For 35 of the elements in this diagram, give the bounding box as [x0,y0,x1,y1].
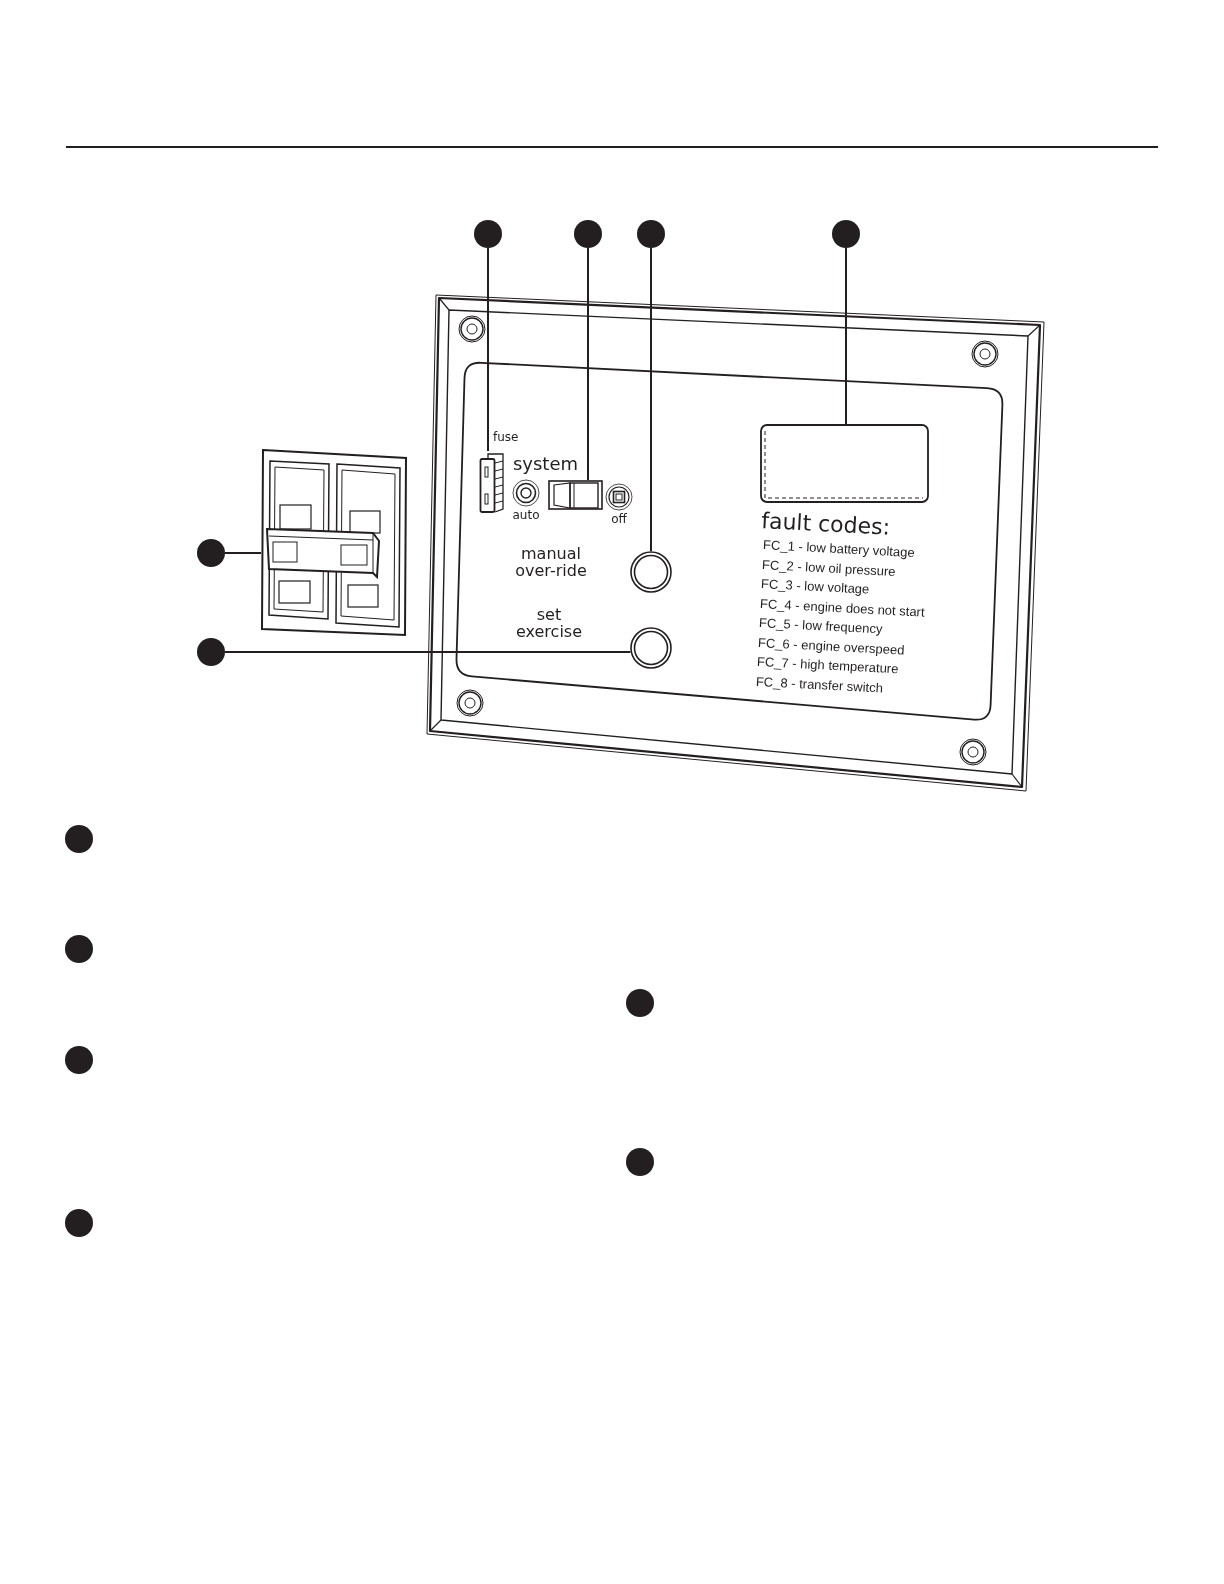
fault-code-item: FC_3 - low voltage [760,577,870,598]
fuse-holder [479,451,505,513]
leader-line [224,651,632,653]
callout-dot [637,220,665,248]
callout-dot [65,1046,93,1074]
callout-dot [574,220,602,248]
fault-code-item: FC_5 - low frequency [758,616,883,638]
leader-line [487,247,489,452]
leader-line [845,247,847,425]
leader-line [587,247,589,481]
leader-line [650,247,652,552]
callout-dot [626,989,654,1017]
button-label: set exercise [515,607,583,641]
callout-dot [197,638,225,666]
callout-dot [626,1148,654,1176]
display-window [760,424,929,503]
callout-dot [65,825,93,853]
push-button [630,627,672,669]
part-label: system [512,454,578,475]
callout-dot [474,220,502,248]
fault-code-item: FC_6 - engine overspeed [757,635,905,658]
button-label: manual over-ride [514,546,588,580]
push-button [630,551,672,593]
callout-dot [65,1209,93,1237]
part-label: fuse [493,431,519,445]
callout-dot [65,935,93,963]
circuit-breaker [261,449,407,636]
rocker-switch [548,480,603,510]
callout-dot [197,539,225,567]
fault-code-item: FC_8 - transfer switch [755,674,884,696]
list-heading: fault codes: [760,508,891,540]
callout-dot [832,220,860,248]
leader-line [224,552,262,554]
position-label: off [611,513,627,527]
position-label: auto [512,509,540,523]
